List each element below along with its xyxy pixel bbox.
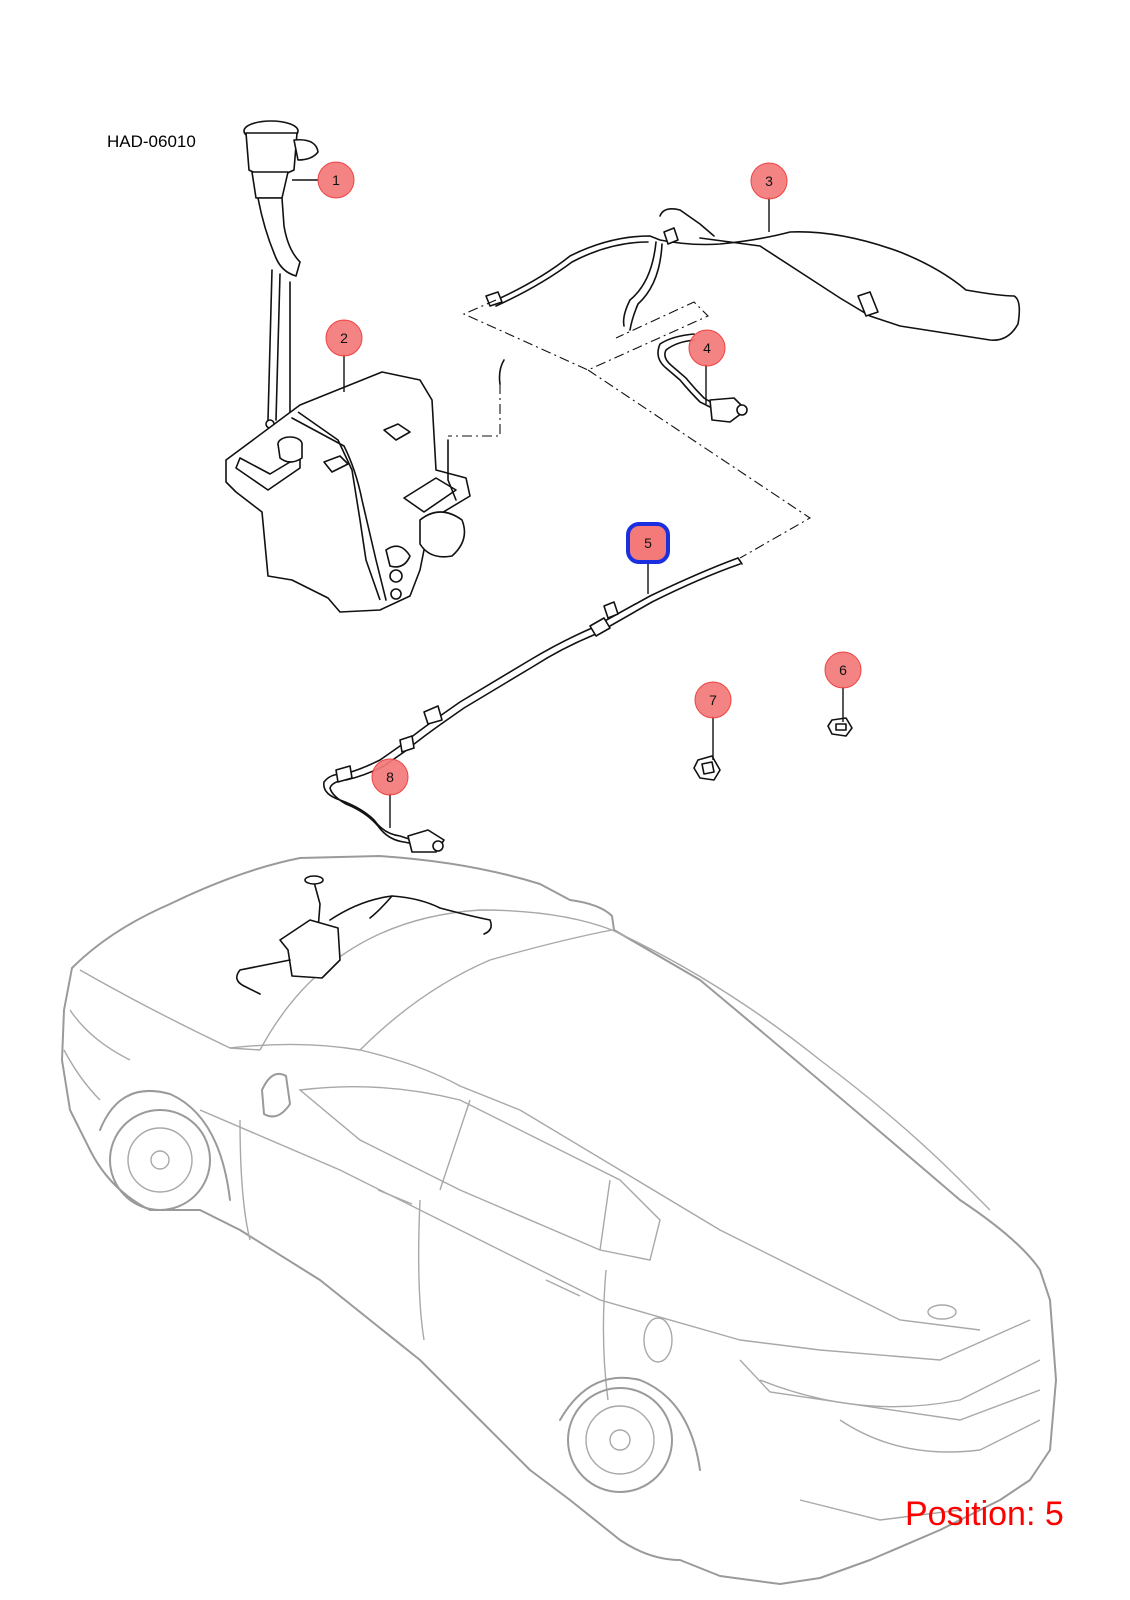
callout-5-selected[interactable]: 5 (626, 522, 670, 564)
part-front-nozzle-hose[interactable] (323, 765, 445, 853)
svg-text:7: 7 (709, 692, 717, 708)
svg-text:5: 5 (644, 535, 652, 551)
part-filler-neck[interactable] (243, 120, 319, 431)
part-clip-6[interactable] (827, 717, 853, 737)
position-label: Position: 5 (905, 1495, 1064, 1533)
callout-7[interactable]: 7 (694, 681, 732, 719)
diagram-code: HAD-06010 (107, 132, 196, 151)
svg-text:8: 8 (386, 769, 394, 785)
svg-text:4: 4 (703, 340, 711, 356)
part-clip-7[interactable] (693, 755, 721, 781)
callout-6[interactable]: 6 (824, 651, 862, 689)
callout-1[interactable]: 1 (317, 161, 355, 199)
vehicle-washer-system (236, 875, 492, 995)
leader-lines (292, 179, 844, 828)
callout-3[interactable]: 3 (750, 162, 788, 200)
routing-lines (448, 299, 812, 559)
callout-4[interactable]: 4 (688, 329, 726, 367)
part-washer-reservoir[interactable] (225, 371, 471, 613)
callout-2[interactable]: 2 (325, 319, 363, 357)
svg-text:3: 3 (765, 173, 773, 189)
svg-text:2: 2 (340, 330, 348, 346)
svg-text:1: 1 (332, 172, 340, 188)
vehicle-outline (61, 855, 1057, 1585)
part-nozzle-hose[interactable] (657, 333, 748, 423)
part-upper-hose[interactable] (485, 208, 1021, 385)
svg-text:6: 6 (839, 662, 847, 678)
callout-8[interactable]: 8 (371, 758, 409, 796)
